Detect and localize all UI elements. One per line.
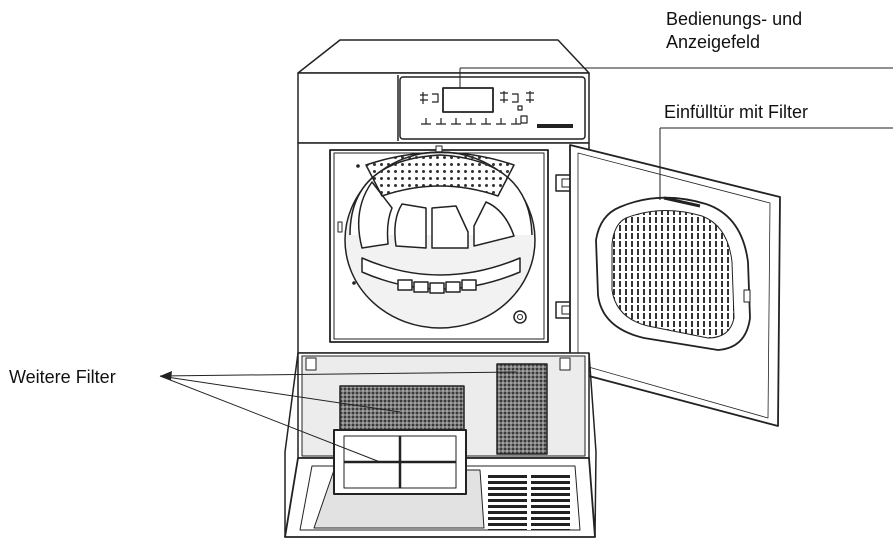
drum [344,151,536,329]
label-control-panel-line1: Bedienungs- und [666,9,803,29]
label-door-with-filter: Einfülltür mit Filter [664,102,809,122]
label-control-panel: Bedienungs- und Anzeigefeld [666,8,802,54]
control-buttons [420,91,534,125]
filter-frame [333,429,467,495]
display-screen [442,87,494,113]
label-more-filters: Weitere Filter [9,367,116,387]
power-indicator-bar [537,124,573,128]
leader-lines [159,67,893,463]
filter-pad-vertical [496,363,548,455]
label-control-panel-line2: Anzeigefeld [666,32,761,52]
door-filter [595,196,751,351]
